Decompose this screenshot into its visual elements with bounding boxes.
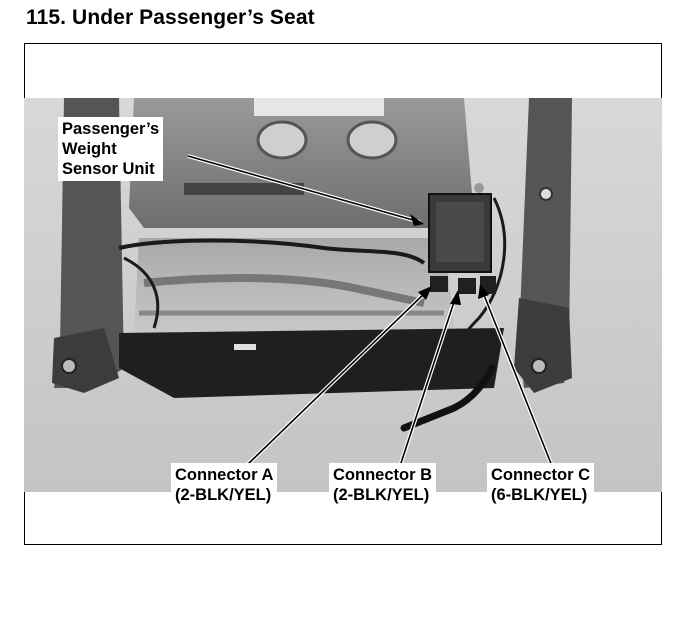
callout-weight-sensor-line-1: Passenger’s <box>62 120 160 138</box>
connector-b-spec: (2-BLK/YEL) <box>333 486 430 504</box>
callout-weight-sensor-line-2: Weight <box>62 140 117 158</box>
callout-weight-sensor-unit: Passenger’s Weight Sensor Unit <box>58 117 164 181</box>
connector-a-name: Connector A <box>175 466 274 484</box>
connector-b-name: Connector B <box>333 466 432 484</box>
connector-c-spec: (6-BLK/YEL) <box>491 486 588 504</box>
callout-weight-sensor-line-3: Sensor Unit <box>62 160 155 178</box>
callout-connector-a: Connector A (2-BLK/YEL) <box>171 463 278 507</box>
connector-c-name: Connector C <box>491 466 590 484</box>
callout-connector-b: Connector B (2-BLK/YEL) <box>329 463 436 507</box>
connector-a-spec: (2-BLK/YEL) <box>175 486 272 504</box>
page-title: 115. Under Passenger’s Seat <box>26 6 315 29</box>
callout-connector-c: Connector C (6-BLK/YEL) <box>487 463 594 507</box>
